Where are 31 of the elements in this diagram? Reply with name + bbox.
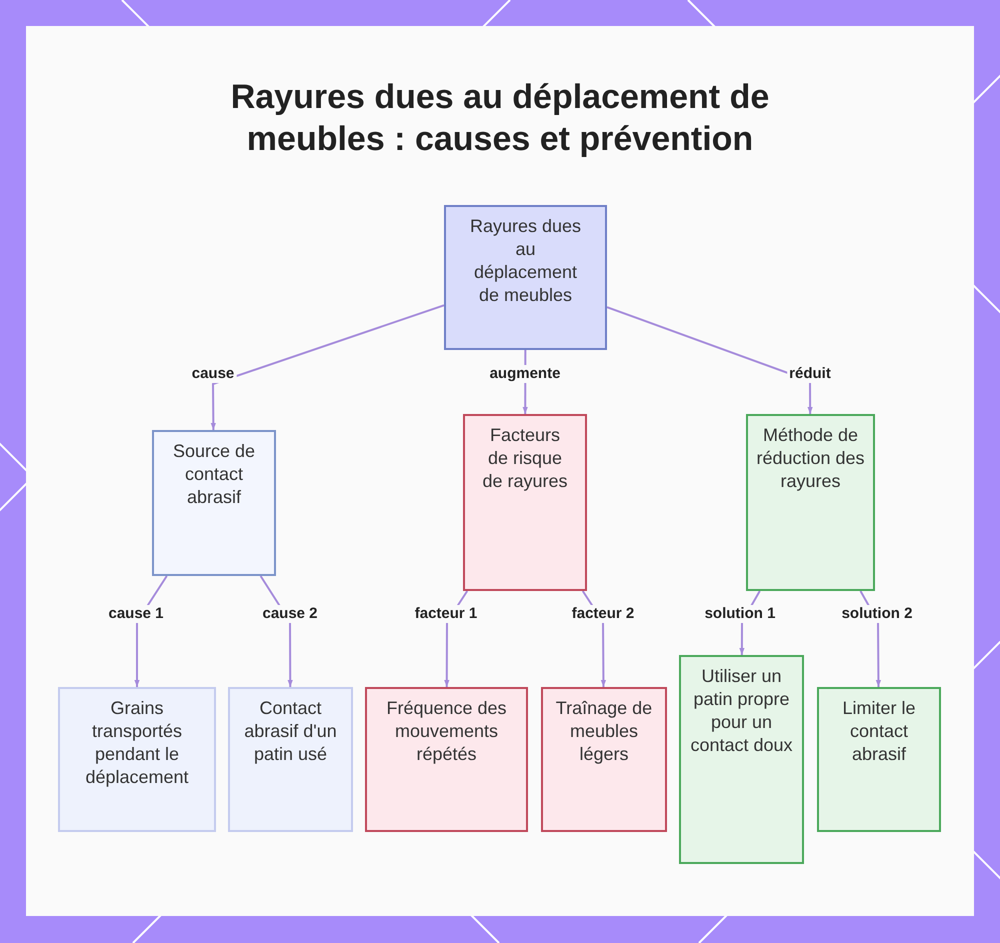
node-text: Grains transportés pendant le déplacement [84, 697, 190, 789]
node-text: Limiter le contact abrasif [841, 697, 917, 766]
process-box [58, 687, 216, 832]
process-box [152, 430, 276, 576]
process-box [444, 205, 607, 350]
node-text: Source de contact abrasif [172, 440, 256, 509]
connector-line [606, 306, 813, 414]
node-text: Traînage de meubles légers [554, 697, 654, 766]
process-box [463, 414, 587, 591]
node-text: Rayures dues au déplacement de meubles [468, 215, 582, 307]
node-text: Utiliser un patin propre pour un contact doux [689, 665, 794, 757]
edge-label: facteur 1 [412, 605, 480, 623]
process-box [228, 687, 353, 832]
process-box [365, 687, 528, 832]
node-text: Facteurs de risque de rayures [481, 424, 569, 493]
process-box [679, 655, 804, 864]
connector-line [210, 304, 444, 430]
edge-label: augmente [488, 365, 562, 383]
title: Rayures dues au déplacement de meubles : causes et prévention [230, 77, 770, 160]
edge-label: solution 1 [702, 605, 778, 623]
edge-label: réduit [787, 365, 833, 383]
node-text: Contact abrasif d'un patin usé [243, 697, 338, 766]
node-text: Méthode de réduction des rayures [756, 424, 865, 493]
edge-label: cause 1 [106, 605, 166, 623]
process-box [746, 414, 875, 591]
edge-label: solution 2 [840, 605, 914, 623]
process-box [541, 687, 667, 832]
node-text: Fréquence des mouvements répétés [385, 697, 508, 766]
edge-label: facteur 2 [570, 605, 636, 623]
process-box [817, 687, 941, 832]
edge-label: cause 2 [260, 605, 320, 623]
